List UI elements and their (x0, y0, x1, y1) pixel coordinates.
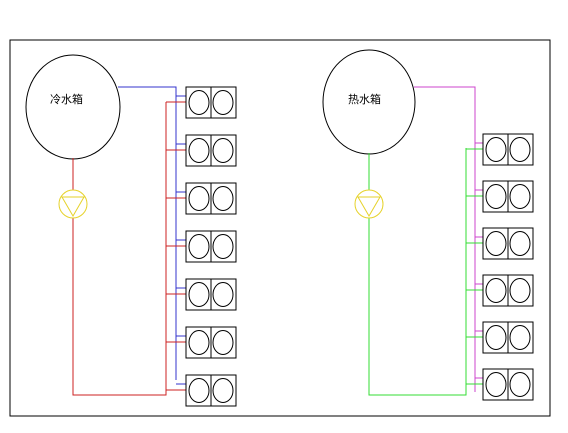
cold-pump-triangle (61, 196, 85, 217)
cold-terminal-unit-7 (185, 374, 237, 407)
fan-coil-left (188, 282, 210, 307)
cold-pump-body (58, 189, 88, 219)
fan-coil-right (212, 90, 234, 115)
fan-coil-left (188, 90, 210, 115)
fan-coil-right (509, 372, 531, 397)
hot-terminal-unit-1 (482, 133, 534, 166)
fan-coil-left (485, 278, 507, 303)
hot-pump (354, 189, 384, 219)
hot-terminal-unit-4 (482, 274, 534, 307)
hot-tank-label: 热水箱 (348, 92, 381, 106)
fan-coil-right (509, 184, 531, 209)
fan-coil-right (212, 186, 234, 211)
diagram-frame (9, 39, 551, 417)
hot-pump-triangle (357, 196, 381, 217)
fan-coil-left (188, 330, 210, 355)
fan-coil-left (485, 231, 507, 256)
cold-pump (58, 189, 88, 219)
cold-system: 冷水箱 (25, 54, 237, 407)
fan-coil-left (188, 378, 210, 403)
cold-terminal-unit-1 (185, 86, 237, 119)
cold-return-branches (166, 101, 186, 391)
fan-coil-right (212, 282, 234, 307)
cold-terminal-unit-6 (185, 326, 237, 359)
hot-supply-branches (475, 142, 483, 379)
fan-coil-right (212, 234, 234, 259)
hot-terminal-unit-5 (482, 321, 534, 354)
hot-terminal-unit-2 (482, 180, 534, 213)
cold-terminal-unit-3 (185, 182, 237, 215)
fan-coil-left (188, 234, 210, 259)
cold-supply-branches (176, 95, 186, 385)
cold-terminal-unit-4 (185, 230, 237, 263)
cold-tank-label: 冷水箱 (50, 92, 83, 106)
cold-terminal-unit-5 (185, 278, 237, 311)
hot-terminal-unit-6 (482, 368, 534, 401)
fan-coil-right (509, 137, 531, 162)
fan-coil-right (212, 330, 234, 355)
hot-return-pipe (368, 148, 467, 396)
fan-coil-right (212, 378, 234, 403)
fan-coil-left (485, 137, 507, 162)
cold-tank (25, 54, 121, 160)
hot-return-branches (466, 148, 483, 385)
cold-units (185, 86, 237, 407)
hot-pump-body (354, 189, 384, 219)
fan-coil-left (188, 138, 210, 163)
cold-terminal-unit-2 (185, 134, 237, 167)
fan-coil-left (485, 372, 507, 397)
cold-supply-pipe (118, 86, 177, 380)
fan-coil-right (509, 231, 531, 256)
hot-terminal-unit-3 (482, 227, 534, 260)
fan-coil-right (212, 138, 234, 163)
fan-coil-right (509, 278, 531, 303)
fan-coil-right (509, 325, 531, 350)
fan-coil-left (485, 325, 507, 350)
hot-units (482, 133, 534, 401)
cold-return-pipe (72, 102, 167, 396)
fan-coil-left (188, 186, 210, 211)
fan-coil-left (485, 184, 507, 209)
hot-system: 热水箱 (322, 49, 534, 401)
